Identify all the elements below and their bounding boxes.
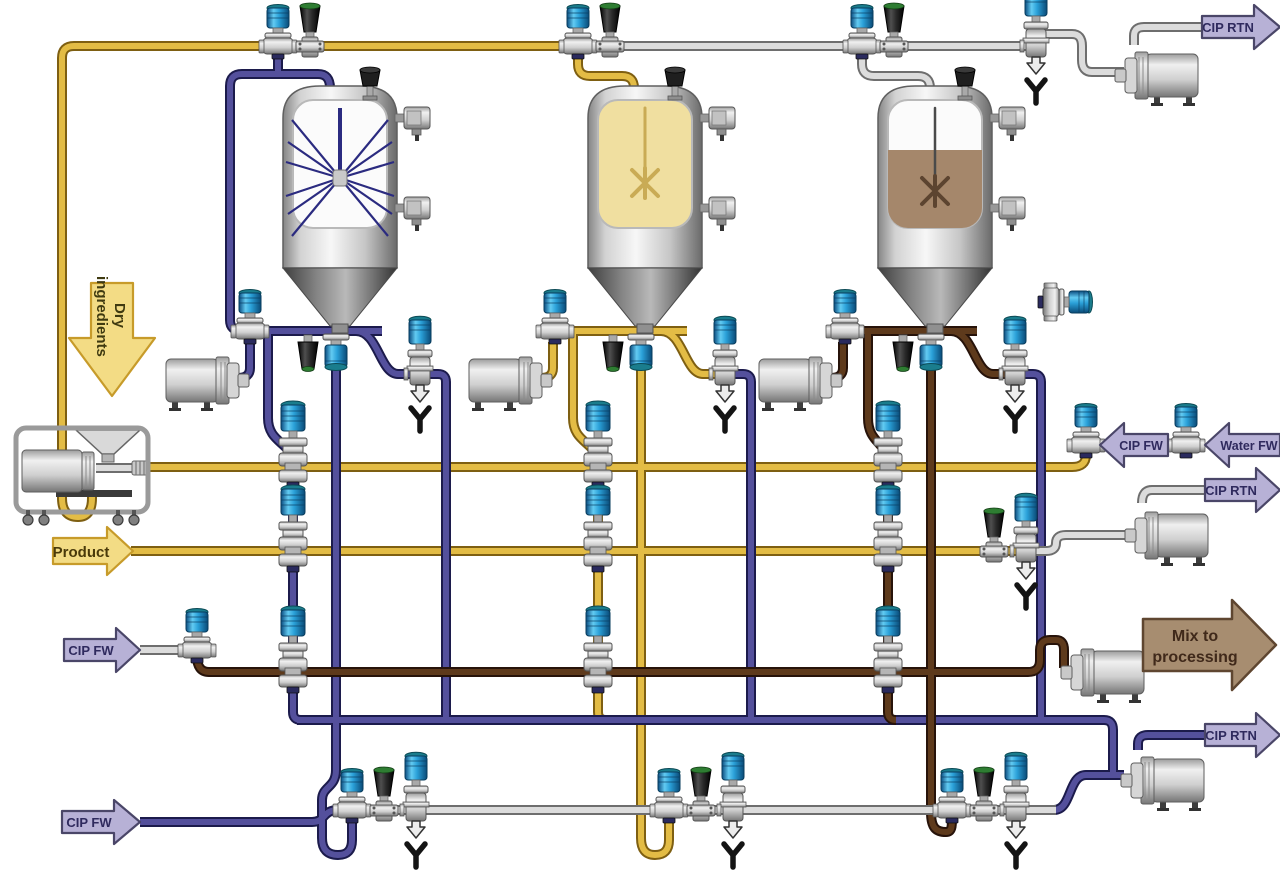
arrow-cip-rtn-mid xyxy=(1203,466,1280,514)
drain-valve-bottom-right xyxy=(1000,752,1029,867)
drain-valve-product-end xyxy=(1010,493,1039,608)
arrow-label: processing xyxy=(1152,649,1237,666)
arrow-cip-fw-bottom xyxy=(60,798,142,846)
mixproof-valve-t3-mix xyxy=(873,605,903,694)
valve-tank3-manual-hang xyxy=(892,334,914,372)
valve-tank1-outlet-hang xyxy=(322,333,350,372)
mix-transfer-pump xyxy=(1060,648,1145,704)
valve-bottom-mid-blue xyxy=(649,767,689,824)
valve-tank1-pump-riser xyxy=(230,288,270,345)
mixproof-valve-t1-water xyxy=(278,400,308,489)
tank2-outlet-nozzle xyxy=(636,323,654,334)
mixproof-valve-t1-mix xyxy=(278,605,308,694)
drain-valve-bottom-mid xyxy=(717,752,746,867)
tank1-cip-spray xyxy=(285,108,395,237)
arrow-label: ingredients xyxy=(93,276,110,357)
arrow-water-fw xyxy=(1203,421,1280,469)
valve-top-tank3-manual xyxy=(879,2,909,58)
valve-tank2-manual-hang xyxy=(602,334,624,372)
tank2-agitator xyxy=(630,106,660,200)
tank1-recirculation-pump xyxy=(165,356,250,412)
tank3-level-sensor-upper xyxy=(989,106,1026,142)
valve-bottom-left-manual xyxy=(369,766,399,822)
valve-tank2-outlet-hang xyxy=(627,333,655,372)
arrow-label: CIP FW xyxy=(66,815,112,830)
valve-top-tank2-manual xyxy=(595,2,625,58)
mix-tank-2 xyxy=(586,66,736,334)
arrow-cip-fw-right xyxy=(1098,421,1170,469)
valve-water-fw xyxy=(1166,402,1206,459)
arrow-product xyxy=(51,525,135,577)
arrow-label: CIP FW xyxy=(68,643,114,658)
arrow-label: CIP RTN xyxy=(1205,728,1257,743)
arrow-label: Dry xyxy=(111,303,128,329)
valve-top-tank1-blue xyxy=(258,3,298,60)
arrow-cip-fw-left xyxy=(62,626,142,674)
arrow-cip-rtn-bottom xyxy=(1203,711,1280,759)
tank1-level-sensor-lower xyxy=(394,196,431,232)
valve-tank3-outlet-hang xyxy=(917,333,945,372)
arrow-label: Water FW xyxy=(1220,439,1277,453)
valve-tank1-manual-hang xyxy=(297,334,319,372)
pipe-cip-purple xyxy=(140,48,1207,860)
drain-valve-bottom-left xyxy=(400,752,429,867)
tank1-agitator xyxy=(332,169,348,187)
valve-tank3-pump-riser xyxy=(825,288,865,345)
mixproof-valve-t1-product xyxy=(278,484,308,573)
tank3-agitator xyxy=(920,106,950,208)
valve-product-end-manual xyxy=(979,507,1009,563)
drain-valve-tank2 xyxy=(709,316,738,431)
valve-top-tank3-blue xyxy=(842,3,882,60)
arrow-label: CIP RTN xyxy=(1205,483,1257,498)
arrow-cip-rtn-top xyxy=(1200,3,1280,51)
arrow-label: Mix to xyxy=(1172,628,1218,645)
arrow-mix-to-processing xyxy=(1141,598,1278,692)
valve-bottom-mid-manual xyxy=(686,766,716,822)
valve-cip-fw-right xyxy=(1066,402,1106,459)
mix-tank-1 xyxy=(281,66,431,334)
ingredient-funnel xyxy=(74,429,142,455)
tank2-recirculation-pump xyxy=(468,356,553,412)
tank1-level-sensor-upper xyxy=(394,106,431,142)
arrow-label: Product xyxy=(53,544,110,561)
tank1-outlet-nozzle xyxy=(331,323,349,334)
mixproof-valve-t2-water xyxy=(583,400,613,489)
valve-bottom-right-blue xyxy=(932,767,972,824)
valve-top-tank2-blue xyxy=(558,3,598,60)
mix-tank-3 xyxy=(876,66,1026,334)
cip-return-pump-mid xyxy=(1124,511,1209,567)
tank3-recirculation-pump xyxy=(758,356,843,412)
mixproof-valve-t3-product xyxy=(873,484,903,573)
cip-return-pump-top xyxy=(1114,51,1199,107)
valve-bottom-right-manual xyxy=(969,766,999,822)
mixer-cart-frame xyxy=(13,425,151,515)
dry-ingredient-mixer xyxy=(13,425,151,526)
arrow-dry-ingredients xyxy=(67,281,157,398)
cart-casters xyxy=(22,510,140,526)
valve-tank2-pump-riser xyxy=(535,288,575,345)
arrow-label: CIP RTN xyxy=(1202,20,1254,35)
drain-valve-tank3 xyxy=(999,316,1028,431)
tank2-level-sensor-upper xyxy=(699,106,736,142)
drain-valve-top-right xyxy=(1020,0,1049,103)
pipe-mix-brown xyxy=(192,326,1069,837)
tank2-level-sensor-lower xyxy=(699,196,736,232)
tank3-level-sensor-lower xyxy=(989,196,1026,232)
valve-tank1-side xyxy=(1037,282,1094,322)
drain-valve-tank1 xyxy=(404,316,433,431)
cip-return-pump-bottom xyxy=(1120,756,1205,812)
arrow-label: CIP FW xyxy=(1119,439,1163,453)
mixproof-valve-t2-product xyxy=(583,484,613,573)
mixproof-valve-t2-mix xyxy=(583,605,613,694)
valve-cip-fw-left xyxy=(177,607,217,664)
flow-arrows: CIP RTN Water FW CIP FW CIP RTN Product … xyxy=(51,3,1280,846)
valve-top-tank1-manual xyxy=(295,2,325,58)
tank3-outlet-nozzle xyxy=(926,323,944,334)
mixproof-valve-t3-water xyxy=(873,400,903,489)
